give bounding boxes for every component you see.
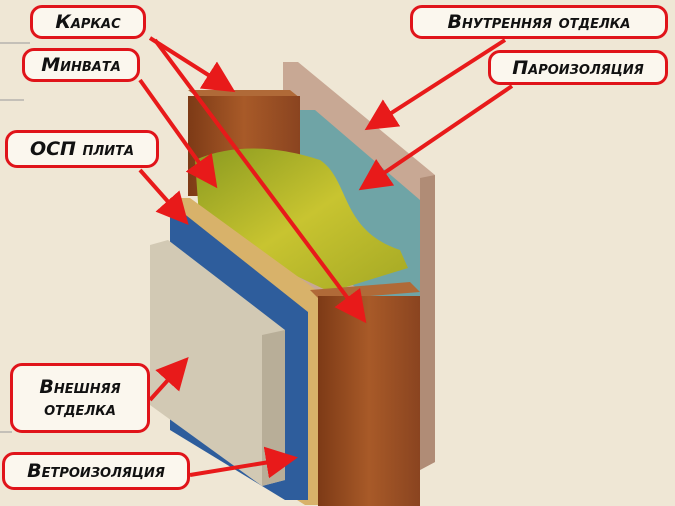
arrow-exterior-finish [148,357,189,402]
arrow-frame-front [153,38,367,324]
arrow-mineral-wool [138,78,218,189]
label-exterior-finish: Внешняя отделка [10,363,150,433]
arrow-wind-barrier [189,446,298,479]
label-exterior-finish-line1: Внешняя [39,376,121,398]
arrow-interior-finish [364,38,507,131]
vapor-barrier [300,110,420,330]
label-interior-finish: Внутренняя отделка [410,5,668,39]
label-osb: ОСП плита [5,130,159,168]
label-exterior-finish-line2: отделка [44,398,116,420]
arrow-vapor-barrier [358,84,514,191]
label-mineral-wool: Минвата [22,48,140,82]
arrows [138,36,514,479]
label-vapor-barrier: Пароизоляция [488,50,668,85]
arrow-frame-top [148,36,236,93]
front-stud [318,296,420,506]
label-frame: Каркас [30,5,146,39]
exterior-board [150,240,285,486]
label-wind-barrier: Ветроизоляция [2,452,190,490]
arrow-osb [138,168,189,225]
interior-board-edge [420,175,435,470]
mineral-wool [195,148,408,292]
